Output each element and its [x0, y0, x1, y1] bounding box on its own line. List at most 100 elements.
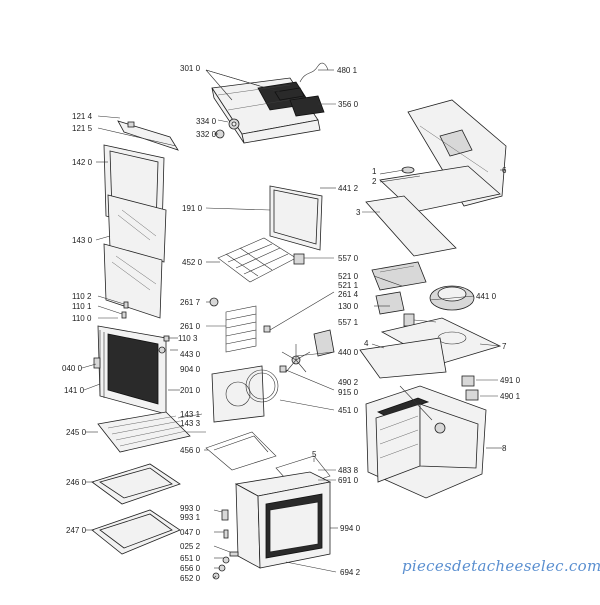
- fan-2617: [209, 297, 219, 307]
- label-1214: 121 4: [72, 112, 93, 121]
- label-4: 4: [364, 339, 369, 348]
- label-9930: 993 0: [180, 504, 201, 513]
- convection-fan-4430: [281, 344, 311, 373]
- ring-heating-element-4510: [245, 369, 279, 403]
- baking-tray-2470: [91, 509, 181, 555]
- label-1215: 121 5: [72, 124, 93, 133]
- label-3340: 334 0: [196, 117, 217, 126]
- label-3010: 301 0: [180, 64, 201, 73]
- label-1410: 141 0: [64, 386, 85, 395]
- label-2010: 201 0: [180, 386, 201, 395]
- label-4412: 441 2: [338, 184, 359, 193]
- label-2460: 246 0: [66, 478, 87, 487]
- label-5571: 557 1: [338, 318, 359, 327]
- label-1102: 110 2: [72, 292, 92, 301]
- label-7: 7: [502, 342, 507, 351]
- label-2470: 247 0: [66, 526, 87, 535]
- label-4901: 490 1: [500, 392, 521, 401]
- label-8: 8: [502, 444, 507, 453]
- trim-clip: [127, 121, 135, 128]
- label-1101: 110 1: [72, 302, 92, 311]
- part-6510: [222, 556, 230, 564]
- label-2614: 261 4: [338, 290, 359, 299]
- screw-9040: [158, 346, 166, 354]
- grill-element-4560: [205, 431, 277, 471]
- label-0470: 047 0: [180, 528, 201, 537]
- label-6510: 651 0: [180, 554, 201, 563]
- label-9150: 915 0: [338, 388, 359, 397]
- lamp-1: [401, 166, 415, 174]
- label-2: 2: [372, 177, 377, 186]
- cavity-rail-4: [359, 337, 447, 379]
- label-1: 1: [372, 167, 377, 176]
- part-0252: [229, 551, 239, 557]
- bracket-3: [365, 195, 457, 257]
- label-4801: 480 1: [337, 66, 358, 75]
- label-1103: 110 3: [178, 334, 198, 343]
- label-9040: 904 0: [180, 365, 201, 374]
- baking-tray-2460: [91, 463, 181, 505]
- label-4510: 451 0: [338, 406, 359, 415]
- label-2610: 261 0: [180, 322, 201, 331]
- label-4910: 491 0: [500, 376, 521, 385]
- label-1100: 110 0: [72, 314, 92, 323]
- label-4430: 443 0: [180, 350, 201, 359]
- label-3560: 356 0: [338, 100, 359, 109]
- label-1430: 143 0: [72, 236, 93, 245]
- label-5211: 521 1: [338, 281, 359, 290]
- label-4520: 452 0: [182, 258, 203, 267]
- knob-3340-center: [231, 121, 237, 127]
- label-6520: 652 0: [180, 574, 201, 583]
- oven-body-8: [365, 385, 487, 499]
- label-6560: 656 0: [180, 564, 201, 573]
- sensor-5571: [403, 313, 415, 327]
- door-glass-2: [103, 243, 163, 319]
- leader-lines: [81, 69, 506, 579]
- door-top-trim: [117, 120, 179, 151]
- oven-door-window: [107, 333, 159, 405]
- door-hinge-0400: [93, 357, 101, 369]
- control-board-5210: [371, 261, 427, 291]
- label-5: 5: [312, 450, 317, 459]
- label-9931: 993 1: [180, 513, 201, 522]
- label-0400: 040 0: [62, 364, 83, 373]
- label-4838: 483 8: [338, 466, 359, 475]
- label-3: 3: [356, 208, 361, 217]
- label-2450: 245 0: [66, 428, 87, 437]
- label-5210: 521 0: [338, 272, 359, 281]
- gasket-9150: [279, 365, 287, 373]
- door-glass-1: [107, 194, 167, 263]
- label-3320: 332 0: [196, 130, 217, 139]
- part-9930: [221, 509, 229, 521]
- control-panel: [211, 77, 325, 144]
- label-2617: 261 7: [180, 298, 201, 307]
- label-1910: 191 0: [182, 204, 203, 213]
- label-5570: 557 0: [338, 254, 359, 263]
- grill-rack-4520: [217, 237, 297, 283]
- label-9940: 994 0: [340, 524, 361, 533]
- label-6: 6: [502, 166, 507, 175]
- label-1431: 143 1: [180, 410, 201, 419]
- label-1300: 130 0: [338, 302, 359, 311]
- oven-cavity-9940: [234, 471, 332, 569]
- part-4910: [461, 375, 475, 387]
- thermostat-1300: [375, 291, 405, 315]
- connector-5570: [293, 253, 305, 265]
- label-6910: 691 0: [338, 476, 359, 485]
- side-rack-2610: [225, 305, 257, 353]
- rear-panel-inner: [273, 189, 319, 245]
- label-4560: 456 0: [180, 446, 201, 455]
- part-4901: [465, 389, 479, 401]
- site-watermark: piecesdetacheeselec.com: [402, 557, 600, 575]
- label-4902: 490 2: [338, 378, 359, 387]
- label-0252: 025 2: [180, 542, 201, 551]
- label-1420: 142 0: [72, 158, 93, 167]
- part-0470: [223, 529, 229, 539]
- label-1433: 143 3: [180, 419, 201, 428]
- label-4410: 441 0: [476, 292, 497, 301]
- wire-shelf-2450: [97, 411, 191, 453]
- wire-harness-4801: [299, 62, 329, 83]
- label-6942: 694 2: [340, 568, 361, 577]
